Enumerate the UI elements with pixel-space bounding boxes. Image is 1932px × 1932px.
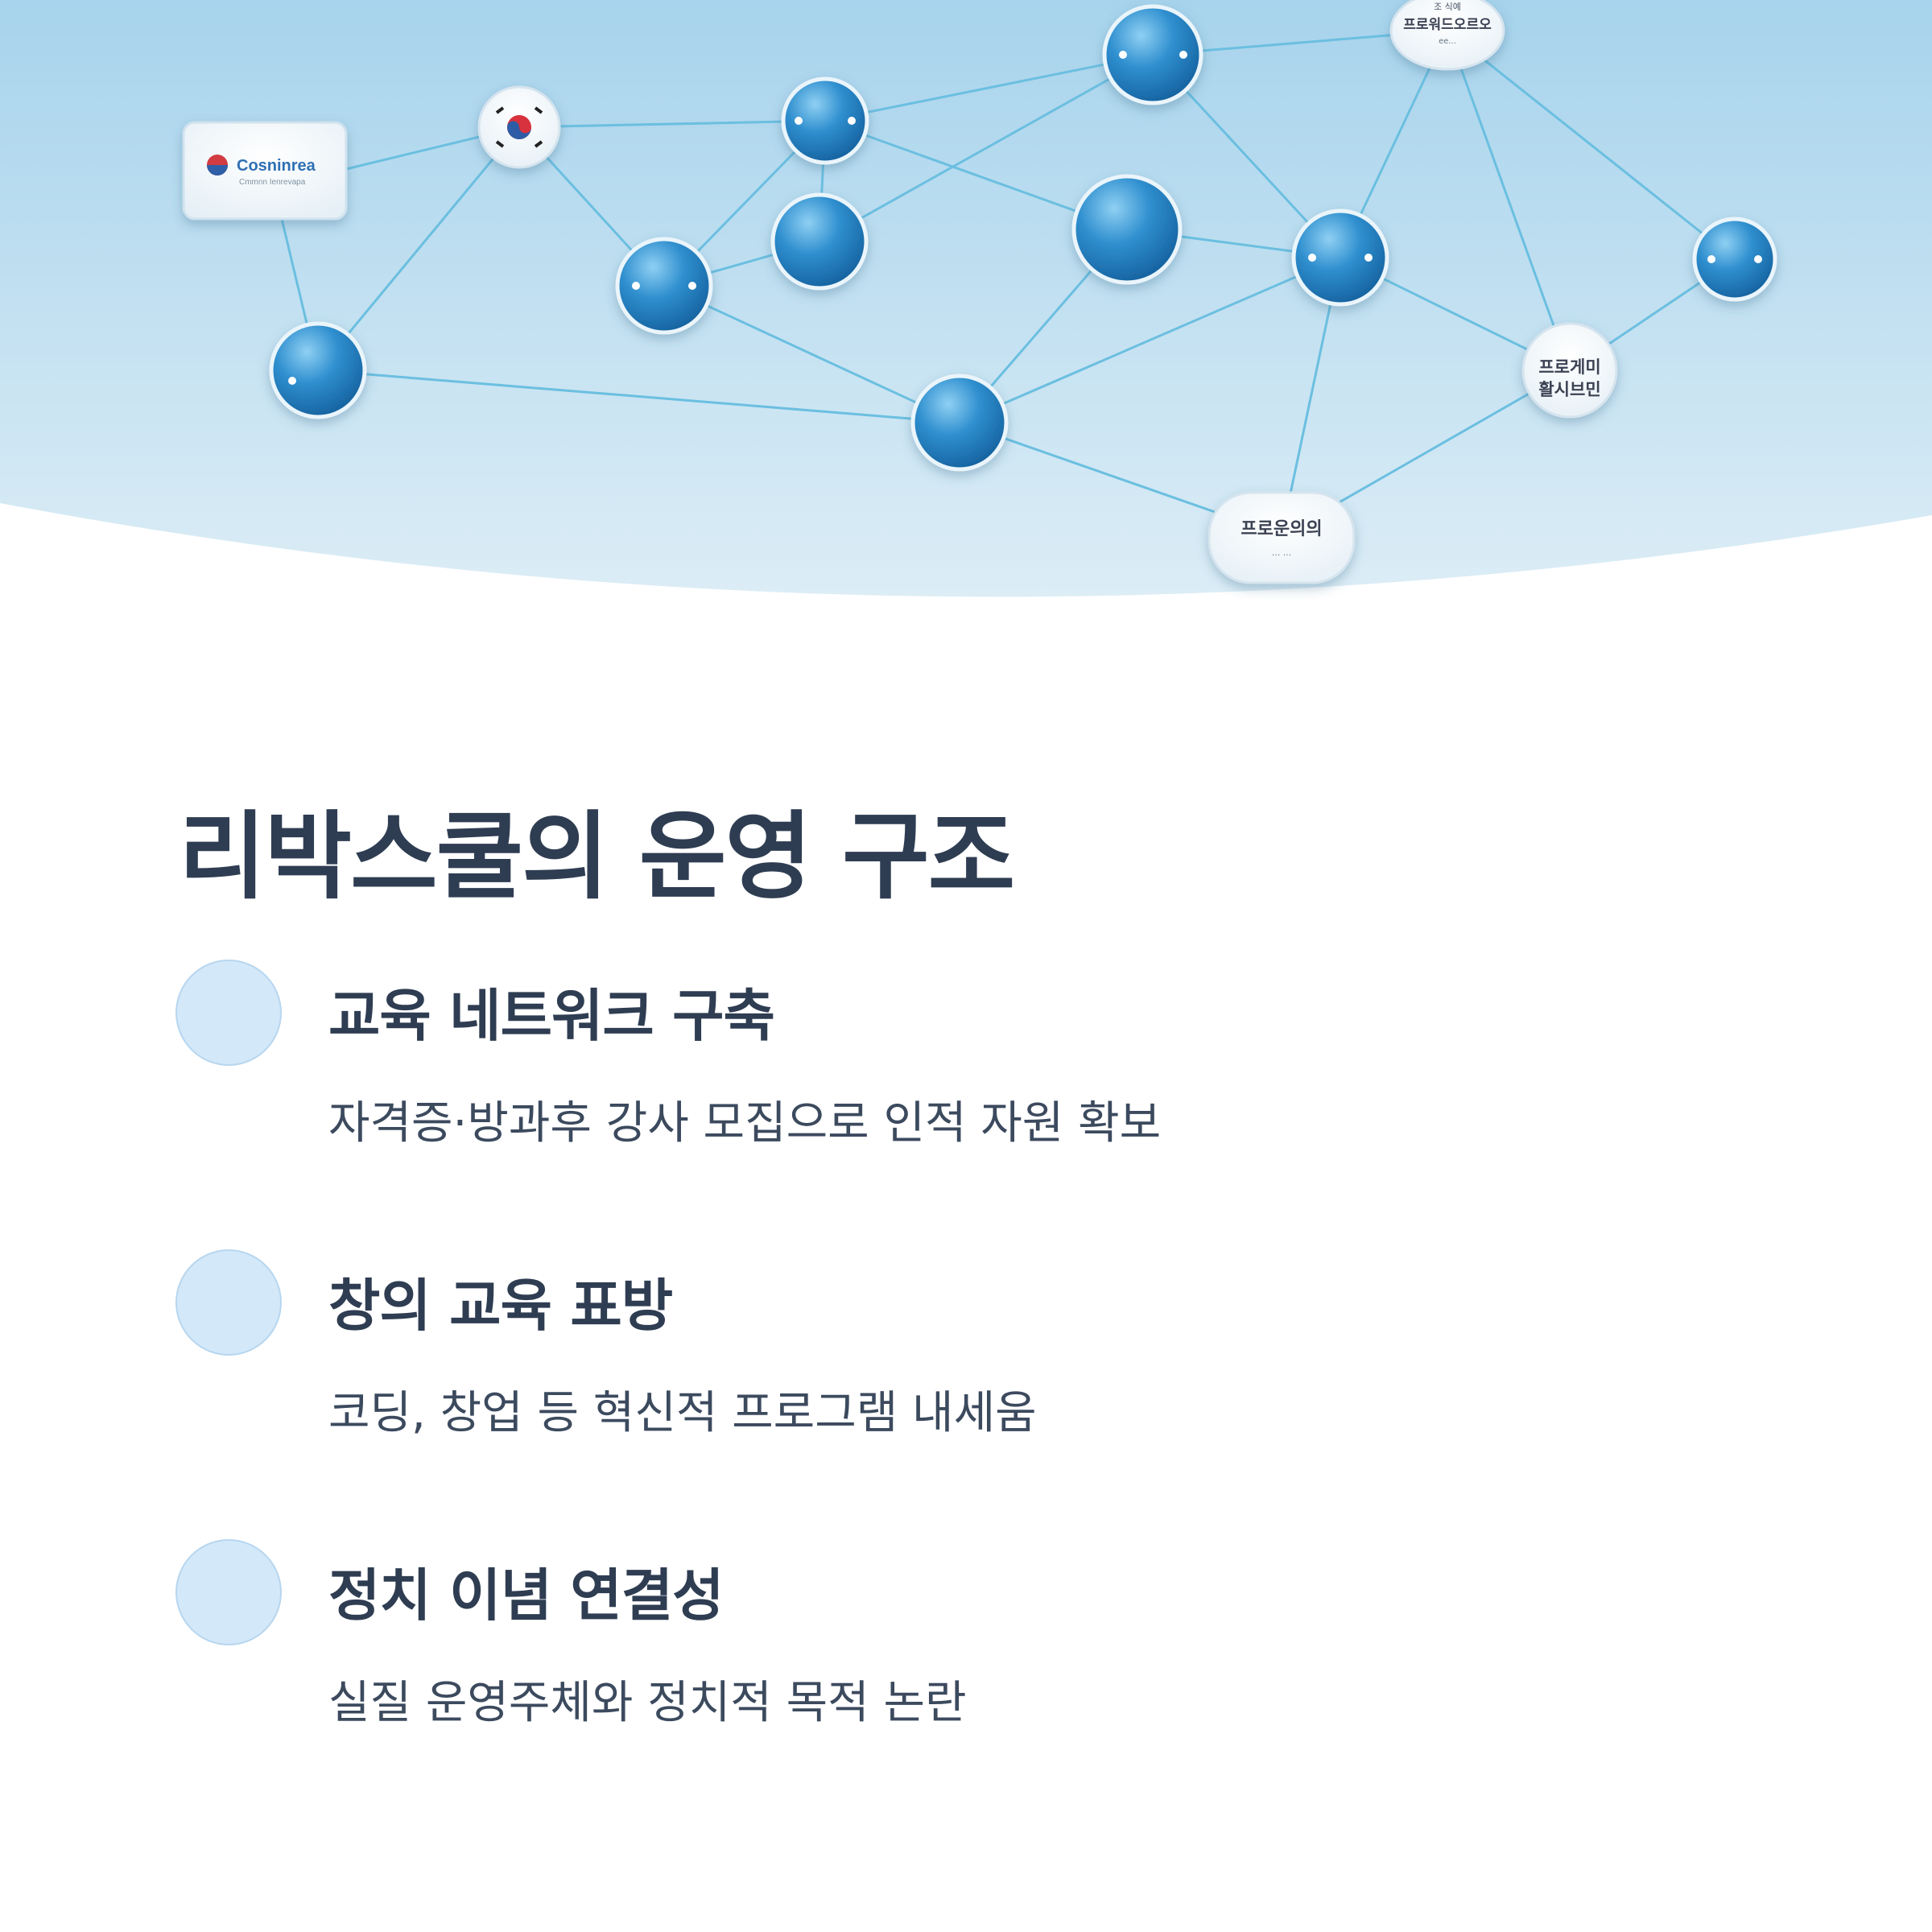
person-icon [795, 117, 803, 125]
program-label-line-1: 프로게미 [1538, 357, 1600, 377]
person-node [770, 192, 869, 291]
page-title: 리박스쿨의 운영 구조 [179, 801, 1015, 912]
bottom-bubble: 프로운의의 ... ... [1208, 491, 1356, 584]
feature-description: 코딩, 창업 등 혁신적 프로그램 내세움 [328, 1387, 1037, 1439]
bullet-circle-icon [175, 1539, 282, 1645]
person-node [1102, 4, 1203, 105]
feature-item: 창의 교육 표방 코딩, 창업 등 혁신적 프로그램 내세움 [0, 1249, 1932, 1459]
person-icon [1308, 254, 1316, 262]
person-icon [288, 377, 296, 385]
top-right-label-line-2: 프로워드오르오 [1403, 17, 1492, 33]
logo-subtitle: Cmmnn Ienrevapa [239, 178, 306, 187]
program-bubble: 프로게미 활시브민 [1521, 322, 1618, 419]
label-bubbles: 조 식예 프로워드오르오 ee... 프로게미 활시브민 프로운의의 ... .… [1208, 0, 1618, 584]
bullet-circle-icon [175, 960, 282, 1066]
person-node [1291, 208, 1389, 307]
feature-title: 창의 교육 표방 [328, 1273, 673, 1339]
feature-description: 실질 운영주체와 정치적 목적 논란 [328, 1677, 967, 1729]
top-right-label-line-1: 조 식예 [1434, 2, 1461, 12]
top-right-bubble: 조 식예 프로워드오르오 ee... [1389, 0, 1505, 71]
person-node [615, 237, 713, 335]
person-node [910, 374, 1009, 472]
top-right-label-line-3: ee... [1439, 37, 1456, 46]
bullet-circle-icon [175, 1249, 282, 1356]
person-icon [1754, 255, 1762, 263]
program-label-line-2: 활시브민 [1538, 380, 1600, 399]
person-icon [1119, 51, 1127, 59]
person-node [1071, 174, 1183, 285]
feature-item: 정치 이념 연결성 실질 운영주체와 정치적 목적 논란 [0, 1539, 1932, 1748]
network-hero-illustration: Cosninrea Cmmnn Ienrevapa [0, 0, 1932, 597]
bottom-label-line-1: 프로운의의 [1241, 519, 1322, 539]
sky-background [0, 0, 1932, 597]
person-icon [1707, 255, 1715, 263]
person-icon [1179, 51, 1187, 59]
logo-card: Cosninrea Cmmnn Ienrevapa [182, 121, 348, 221]
person-icon [1364, 254, 1373, 262]
person-node [269, 321, 367, 419]
person-icon [632, 282, 640, 290]
person-node [1692, 217, 1777, 302]
feature-item: 교육 네트워크 구축 자격증·방과후 강사 모집으로 인적 자원 확보 [0, 960, 1932, 1169]
person-icon [848, 117, 856, 125]
feature-title: 교육 네트워크 구축 [328, 983, 775, 1049]
feature-title: 정치 이념 연결성 [328, 1563, 724, 1629]
network-nodes [269, 4, 1777, 472]
flag-node [477, 85, 561, 169]
person-icon [688, 282, 696, 290]
feature-description: 자격증·방과후 강사 모집으로 인적 자원 확보 [328, 1097, 1162, 1150]
bottom-label-line-2: ... ... [1272, 547, 1291, 558]
person-node [781, 76, 869, 165]
logo-title: Cosninrea [237, 157, 316, 175]
